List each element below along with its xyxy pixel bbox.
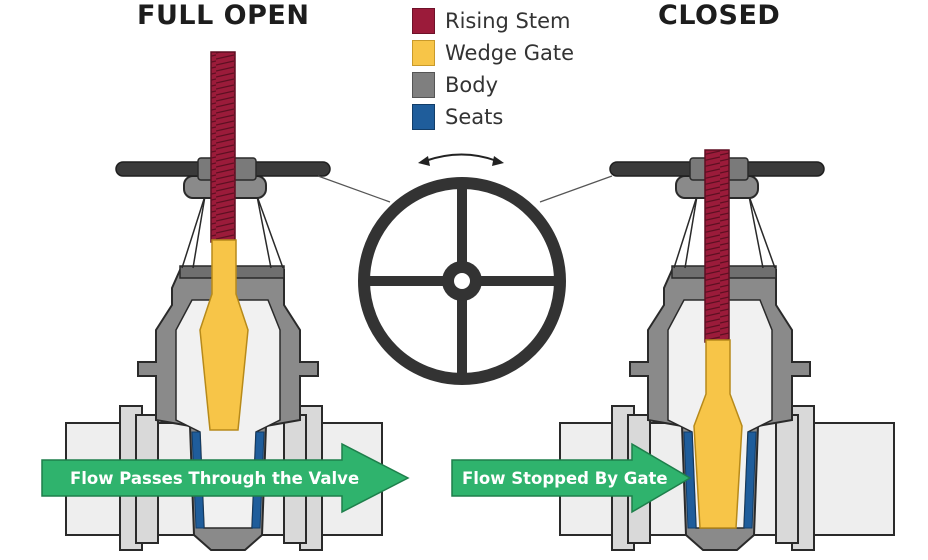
- closed-flow-label: Flow Stopped By Gate: [462, 469, 668, 488]
- rotate-left-arrow-icon: [418, 156, 430, 166]
- legend-label-body: Body: [445, 73, 499, 97]
- open-flow-label: Flow Passes Through the Valve: [70, 469, 359, 488]
- legend-item-wedge-gate: Wedge Gate: [412, 37, 574, 69]
- closed-title: CLOSED: [658, 0, 781, 31]
- open-valve-yoke: [181, 195, 284, 269]
- legend-swatch-body: [412, 72, 435, 98]
- leader-line-right: [539, 175, 613, 203]
- legend-swatch-wedge-gate: [412, 40, 435, 66]
- closed-flow-arrow: [451, 442, 692, 514]
- closed-valve-rising-stem: [704, 149, 730, 343]
- open-flow-arrow: [41, 442, 410, 514]
- open-valve-wedge-gate: [199, 239, 249, 431]
- legend-swatch-rising-stem: [412, 8, 435, 34]
- legend-item-rising-stem: Rising Stem: [412, 5, 574, 37]
- legend-label-wedge-gate: Wedge Gate: [445, 41, 575, 65]
- closed-valve-wedge-gate: [693, 339, 743, 529]
- legend-label-seats: Seats: [445, 105, 504, 129]
- rotate-right-arrow-icon: [492, 156, 504, 166]
- legend-item-seats: Seats: [412, 101, 574, 133]
- legend: Rising Stem Wedge Gate Body Seats: [412, 5, 574, 133]
- center-handwheel: [358, 153, 566, 385]
- open-valve: Flow Passes Through the Valve: [41, 51, 410, 551]
- closed-valve-yoke: [673, 195, 776, 269]
- legend-label-rising-stem: Rising Stem: [445, 9, 571, 33]
- legend-item-body: Body: [412, 69, 574, 101]
- legend-swatch-seats: [412, 104, 435, 130]
- full-open-title: FULL OPEN: [137, 0, 310, 31]
- leader-line-left: [317, 175, 391, 203]
- closed-valve: Flow Stopped By Gate: [451, 149, 895, 551]
- open-valve-rising-stem: [210, 51, 236, 243]
